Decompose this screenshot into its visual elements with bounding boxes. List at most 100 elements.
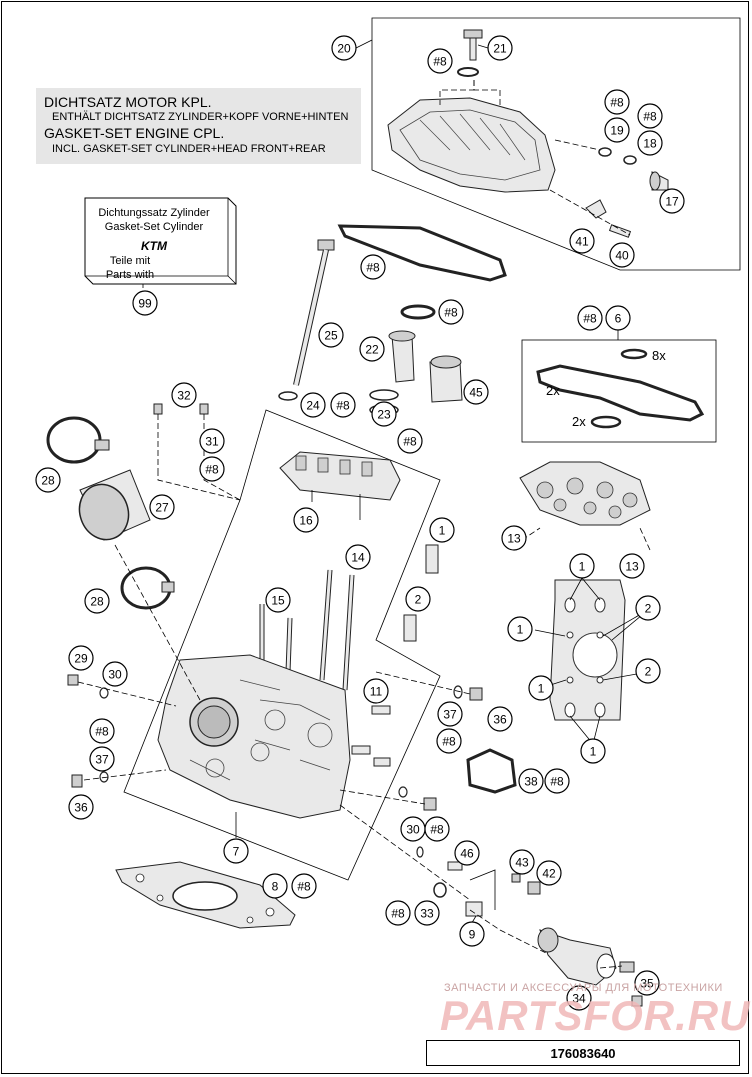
gasket-set-ref-callout: #8 [360,254,386,280]
valve-cover-gasket [337,224,507,282]
callout-label: 1 [590,745,597,759]
callout-label: #8 [583,312,597,326]
kit-line-4: Parts with [106,269,154,281]
part-number-callout: 45 [463,379,489,405]
part-number-callout: 14 [345,544,371,570]
watermark-logo: PARTSFOR.RU [440,992,751,1039]
part-number-callout: 1 [528,675,554,701]
callout-label: 37 [95,753,109,767]
callout-label: 28 [90,595,104,609]
part-number-callout: 27 [149,494,175,520]
part-number-callout: 41 [569,228,595,254]
callout-label: 32 [177,389,191,403]
part-number-callout: 36 [487,706,513,732]
gasket-set-ref-callout: #8 [385,900,411,926]
callout-label: 2 [645,602,652,616]
callout-label: #8 [430,823,444,837]
callout-label: 31 [205,435,219,449]
brand-logo: KTM [141,239,168,253]
gasket-kit-box: Dichtungssatz Zylinder Gasket-Set Cylind… [98,207,666,429]
gasket-set-ref-callout: #8 [427,48,453,74]
part-number-callout: 28 [35,467,61,493]
callout-label: 30 [108,668,122,682]
part-number-callout: 22 [359,336,385,362]
callout-label: 15 [271,594,285,608]
part-number-callout: 29 [68,645,94,671]
part-number-callout: 37 [89,746,115,772]
part-number-callout: 1 [429,517,455,543]
cylinder-head [157,654,351,819]
valve-cover [387,97,556,193]
callout-label: #8 [444,306,458,320]
gasket-set-ref-callout: #8 [637,103,663,129]
gasket-set-ref-callout: #8 [544,768,570,794]
callout-label: 21 [493,42,507,56]
part-number-callout: 1 [569,553,595,579]
part-number-callout: 43 [509,849,535,875]
callout-label: 17 [665,195,679,209]
callout-label: 9 [469,928,476,942]
qty-2x-ring: 2x [572,414,586,429]
callout-label: 14 [351,551,365,565]
callout-label: 38 [524,775,538,789]
callout-label: #8 [643,110,657,124]
part-number-callout: 35 [634,970,660,996]
gasket-set-ref-callout: #8 [436,728,462,754]
callout-label: 29 [74,652,88,666]
callout-label: 46 [460,847,474,861]
callout-label: 25 [324,329,338,343]
callout-label: 1 [517,623,524,637]
part-number-callout: 31 [199,428,225,454]
gasket-set-ref-callout: #8 [577,305,603,331]
gasket-set-ref-callout: #8 [604,89,630,115]
gasket-set-ref-callout: #8 [291,873,317,899]
gasket-set-ref-callout: #8 [330,392,356,418]
callout-label: 33 [420,907,434,921]
callout-label: #8 [442,735,456,749]
part-number-callout: 30 [400,816,426,842]
callout-label: #8 [433,55,447,69]
callout-label: #8 [403,435,417,449]
part-number-callout: 23 [371,401,397,427]
callout-label: 7 [233,845,240,859]
callout-label: 28 [41,474,55,488]
part-number-callout: 32 [171,382,197,408]
part-number-callout: 2 [405,586,431,612]
part-number-callout: 21 [487,35,513,61]
callout-label: 43 [515,856,529,870]
part-number-callout: 19 [604,117,630,143]
part-number-callout: 16 [293,507,319,533]
callout-label: #8 [550,775,564,789]
callout-label: #8 [610,96,624,110]
callout-label: #8 [297,880,311,894]
callout-label: 18 [643,137,657,151]
part-number-callout: 8 [262,873,288,899]
callout-label: 30 [406,823,420,837]
part-number-callout: 20 [331,35,357,61]
callout-label: 13 [625,560,639,574]
part-number-callout: 37 [437,701,463,727]
part-number-callout: 33 [414,900,440,926]
watermark-tagline: ЗАПЧАСТИ И АКСЕССУАРЫ ДЛЯ МОТОТЕХНИКИ [444,982,723,994]
callout-label: 35 [640,977,654,991]
note-line-2: ENTHÄLT DICHTSATZ ZYLINDER+KOPF VORNE+HI… [52,111,349,123]
drawing-number: 176083640 [426,1040,740,1066]
note-line-3: GASKET-SET ENGINE CPL. [44,125,225,141]
kit-line-3: Teile mit [110,255,150,267]
gasket-set-note: DICHTSATZ MOTOR KPL. ENTHÄLT DICHTSATZ Z… [36,88,361,164]
kit-line-2: Gasket-Set Cylinder [105,221,204,233]
gasket-set-ref-callout: #8 [438,299,464,325]
callout-label: 27 [155,501,169,515]
gasket-set-ref-callout: #8 [424,816,450,842]
callout-label: 40 [615,249,629,263]
callout-label: #8 [391,907,405,921]
callout-label: 1 [439,524,446,538]
kit-line-1: Dichtungssatz Zylinder [98,207,210,219]
gasket-set-ref-callout: #8 [89,718,115,744]
part-number-callout: 17 [659,188,685,214]
part-number-callout: 38 [518,768,544,794]
callout-label: 2 [645,665,652,679]
part-number-callout: 13 [619,553,645,579]
